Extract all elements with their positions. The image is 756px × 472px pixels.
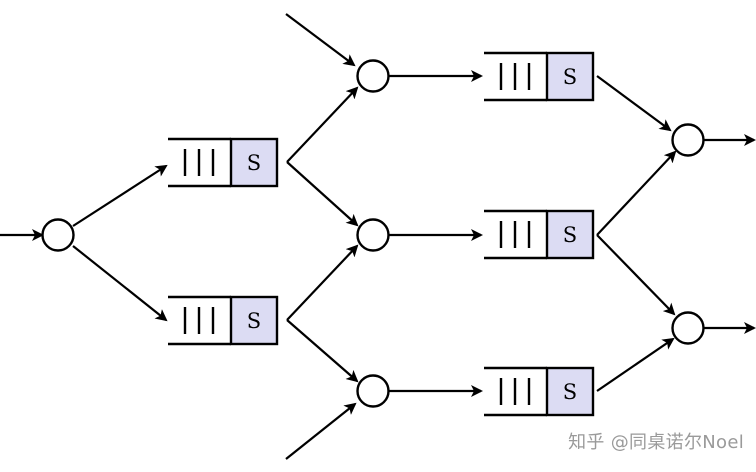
queue-server-unit: S <box>168 137 279 188</box>
server-box <box>229 137 279 188</box>
arrow-router-to-queue-a <box>72 164 168 227</box>
router-node-lower-right <box>671 311 705 345</box>
queue-server-unit: S <box>168 295 279 346</box>
router-node-middle <box>356 218 390 252</box>
queue-server-unit: S <box>484 51 595 102</box>
router-node-input <box>41 218 75 252</box>
arrow-queue-d-to-router-upper-right <box>596 150 677 236</box>
server-box <box>545 209 595 260</box>
routing-nodes <box>41 59 705 408</box>
arrow-external-to-router-top <box>285 13 356 67</box>
arrow-queue-a-to-router-mid <box>286 161 359 227</box>
arrow-queue-e-to-router-lower-right <box>596 337 675 392</box>
server-label: S <box>247 309 261 333</box>
router-node-top <box>356 59 390 93</box>
arrow-queue-b-to-router-mid <box>286 244 359 321</box>
queue-buffer <box>484 366 547 417</box>
queue-server-unit: S <box>484 209 595 260</box>
edges <box>0 13 756 460</box>
server-label: S <box>563 380 577 404</box>
server-box <box>545 51 595 102</box>
server-box <box>229 295 279 346</box>
server-label: S <box>563 223 577 247</box>
arrow-router-to-queue-b <box>72 245 168 322</box>
queue-buffer <box>168 137 231 188</box>
queue-buffer <box>484 209 547 260</box>
queue-buffer <box>484 51 547 102</box>
arrow-queue-a-to-router-top <box>286 86 359 163</box>
server-label: S <box>563 65 577 89</box>
server-label: S <box>247 151 261 175</box>
watermark: 知乎 @同桌诺尔Noel <box>568 432 744 453</box>
server-box <box>545 366 595 417</box>
arrow-external-to-router-bottom <box>285 402 357 460</box>
queue-server-unit: S <box>484 366 595 417</box>
queue-buffer <box>168 295 231 346</box>
arrow-queue-d-to-router-lower-right <box>596 234 676 316</box>
arrow-queue-b-to-router-bottom <box>286 319 359 383</box>
router-node-bottom <box>356 374 390 408</box>
router-node-upper-right <box>671 123 705 157</box>
arrow-queue-c-to-router-upper-right <box>596 75 672 132</box>
